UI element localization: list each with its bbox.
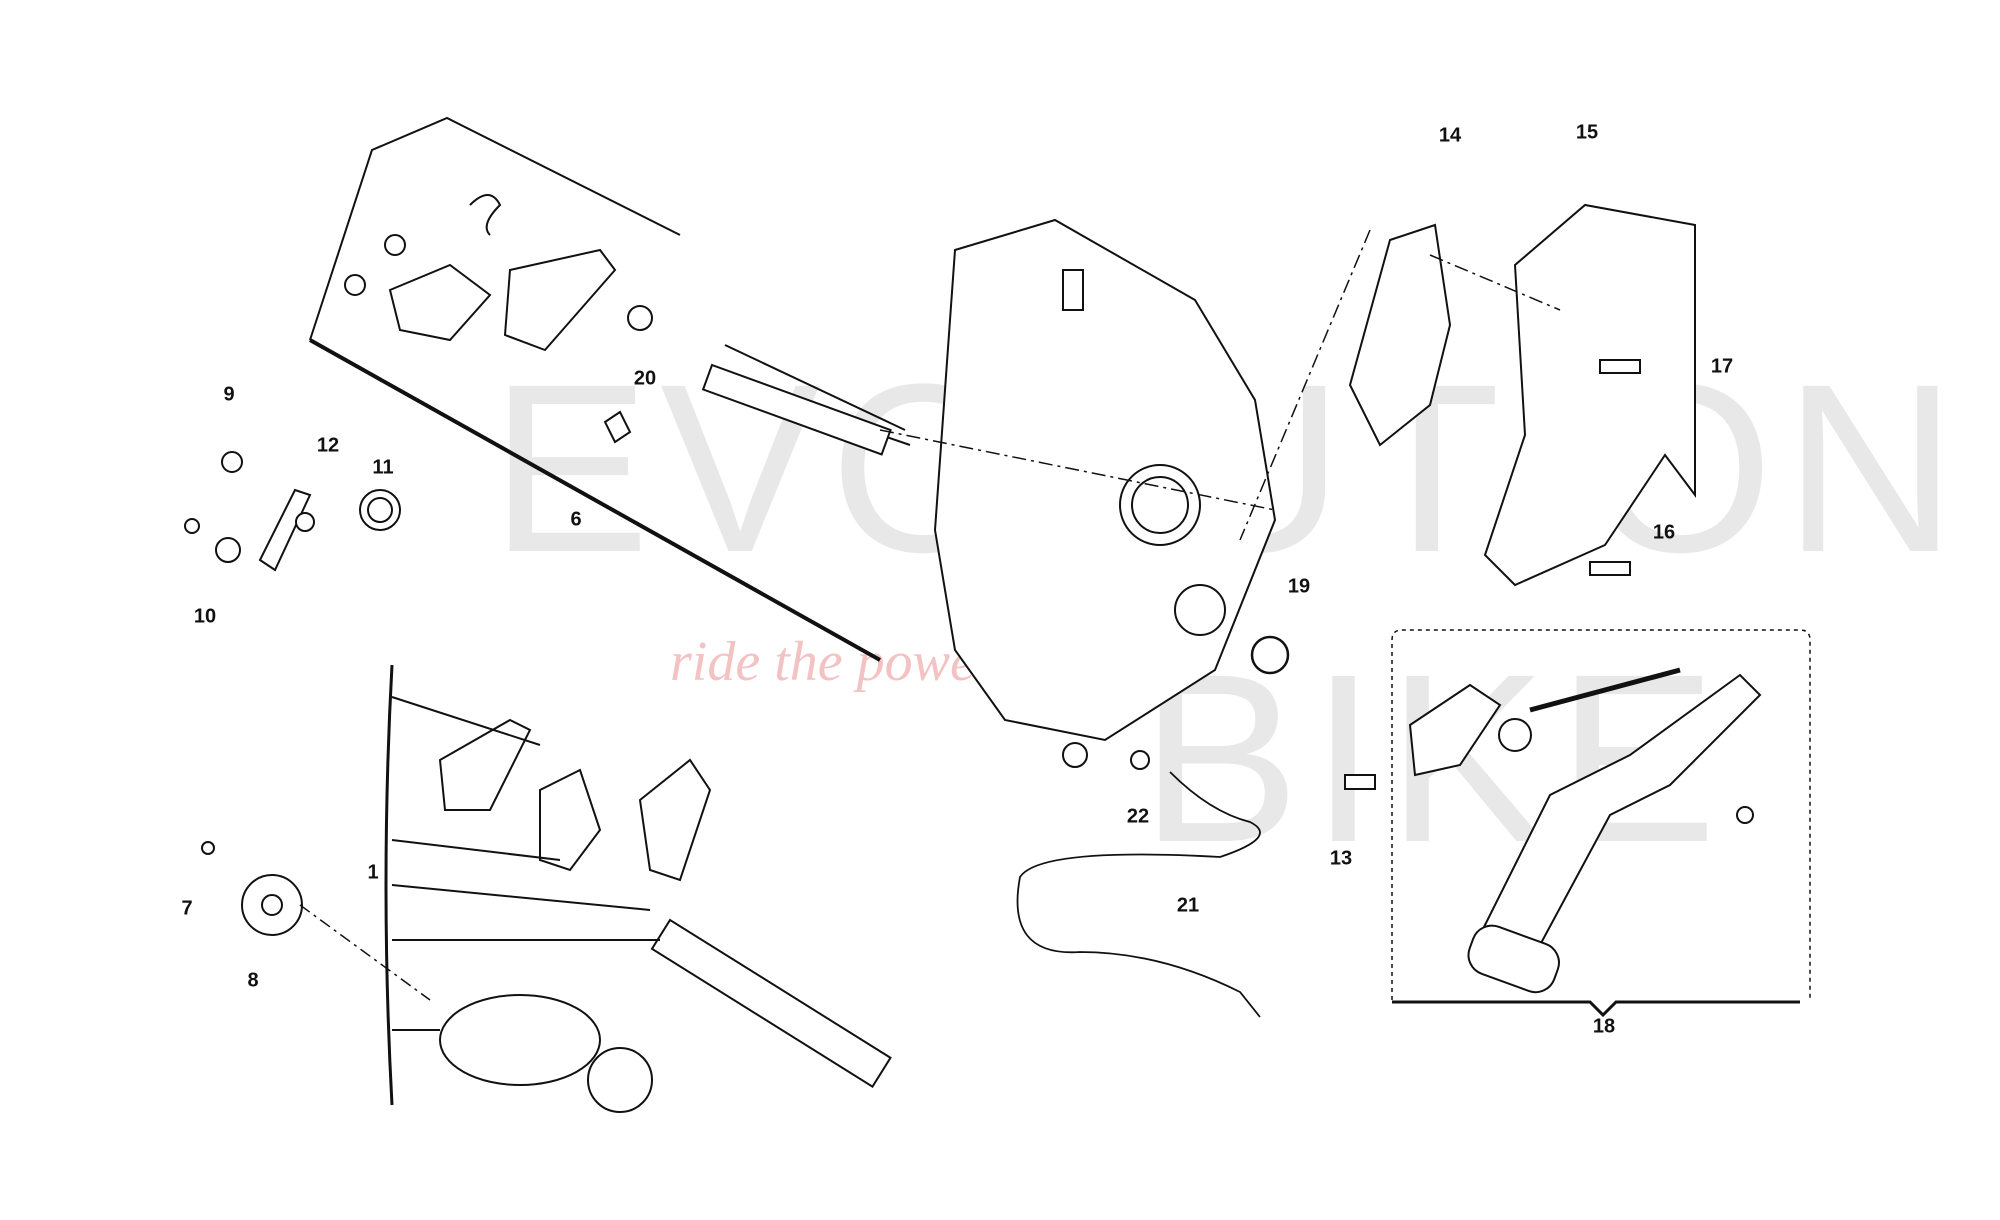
callout-21[interactable]: 21 [1176,894,1200,917]
callout-17[interactable]: 17 [1710,355,1734,378]
spring-and-lever [184,451,401,572]
callout-16[interactable]: 16 [1652,521,1676,544]
shift-shaft-assembly [309,116,911,662]
callout-15[interactable]: 15 [1575,121,1599,144]
callout-6[interactable]: 6 [570,508,582,531]
callout-7[interactable]: 7 [181,897,193,920]
callout-1[interactable]: 1 [367,861,379,884]
callout-14[interactable]: 14 [1438,124,1462,147]
callout-10[interactable]: 10 [193,605,217,628]
callout-12[interactable]: 12 [316,434,340,457]
callout-22[interactable]: 22 [1126,805,1150,828]
callout-19[interactable]: 19 [1287,575,1311,598]
callout-18[interactable]: 18 [1592,1015,1616,1038]
callout-9[interactable]: 9 [223,383,235,406]
shift-forks-and-drum [201,664,892,1113]
callout-13[interactable]: 13 [1329,847,1353,870]
callout-11[interactable]: 11 [372,456,394,479]
sprocket-covers [1239,203,1696,587]
crankcase [879,218,1277,768]
gear-pedal-assembly [1344,629,1811,1018]
callout-20[interactable]: 20 [633,367,657,390]
callout-8[interactable]: 8 [247,969,259,992]
